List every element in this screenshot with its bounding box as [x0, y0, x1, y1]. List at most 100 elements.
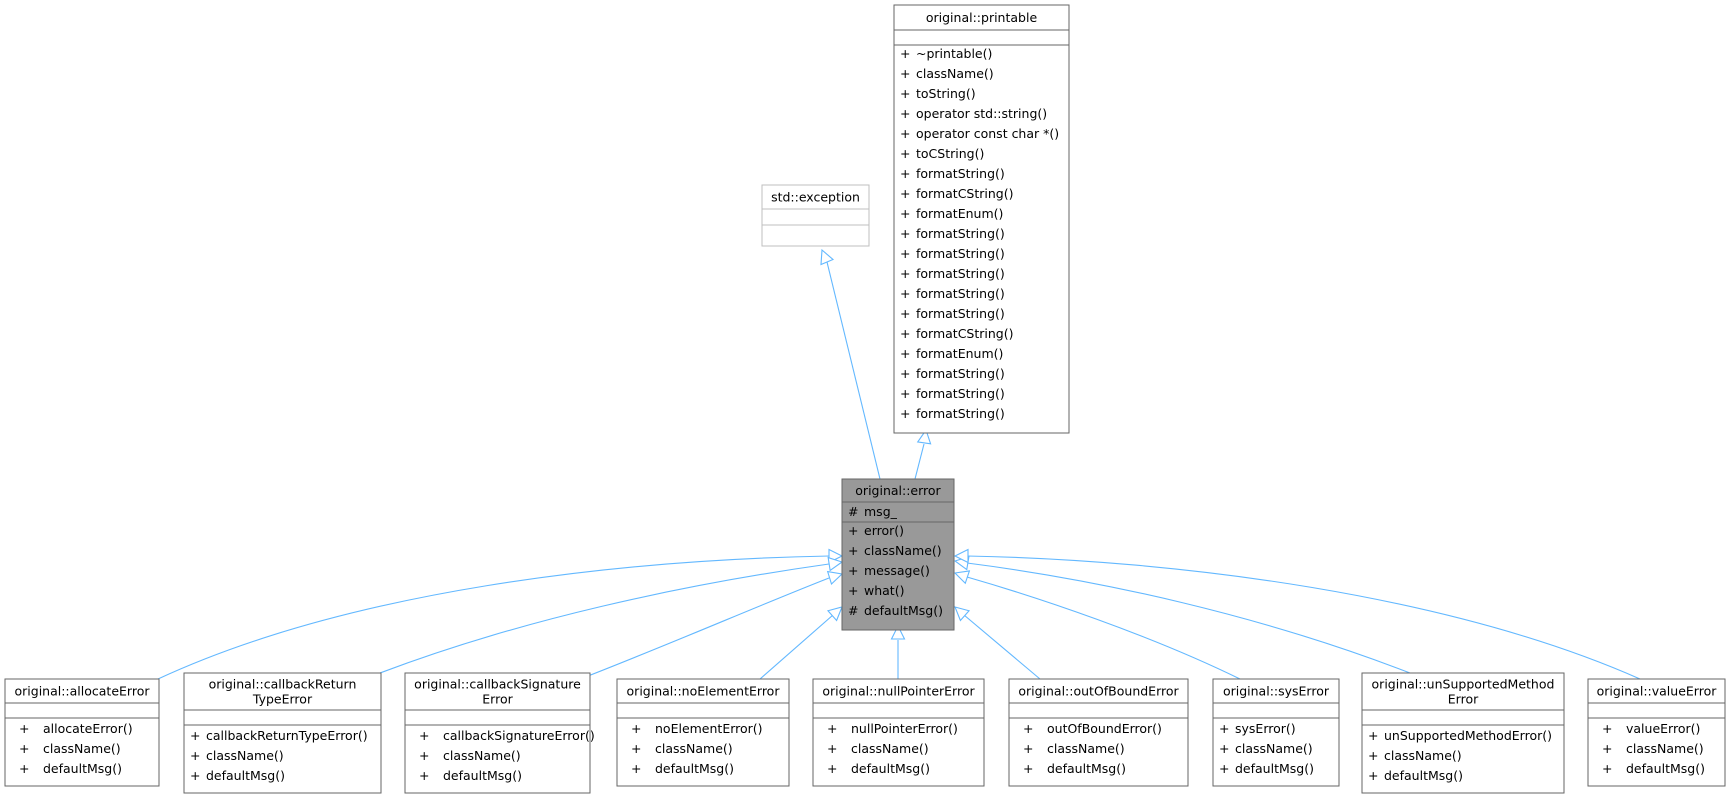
- member-visibility: +: [848, 583, 858, 598]
- member-visibility: +: [900, 246, 910, 261]
- member-visibility: +: [1023, 721, 1033, 736]
- method-name: className(): [1235, 741, 1313, 756]
- method-name: callbackSignatureError(): [443, 728, 595, 743]
- class-title: original::sysError: [1223, 684, 1330, 699]
- member-visibility: +: [900, 166, 910, 181]
- edge-line: [966, 562, 1411, 674]
- class-title: Error: [482, 692, 513, 707]
- edge-line: [963, 614, 1041, 680]
- method-name: className(): [443, 748, 521, 763]
- method-name: formatString(): [916, 386, 1005, 401]
- edge-line: [966, 576, 1241, 680]
- member-visibility: +: [190, 748, 200, 763]
- class-title: original::allocateError: [15, 684, 151, 699]
- class-title: original::valueError: [1597, 684, 1718, 699]
- method-name: formatString(): [916, 266, 1005, 281]
- class-box-allocateError[interactable]: original::allocateError+allocateError()+…: [4, 678, 160, 787]
- method-name: defaultMsg(): [43, 761, 122, 776]
- member-visibility: +: [1219, 741, 1229, 756]
- member-visibility: +: [848, 563, 858, 578]
- inheritance-edge-valueError: [953, 548, 1641, 680]
- member-visibility: +: [900, 286, 910, 301]
- edge-line: [759, 614, 834, 680]
- inheritance-arrowhead: [916, 428, 932, 445]
- member-visibility: +: [900, 106, 910, 121]
- member-visibility: +: [19, 741, 29, 756]
- member-visibility: +: [1602, 721, 1612, 736]
- member-visibility: +: [900, 146, 910, 161]
- inheritance-edge-noElementError: [759, 606, 843, 680]
- member-visibility: +: [827, 761, 837, 776]
- member-visibility: #: [848, 603, 858, 618]
- class-box-noElementError[interactable]: original::noElementError+noElementError(…: [616, 678, 790, 787]
- class-box-frame: [812, 678, 985, 787]
- class-box-nullPointerError[interactable]: original::nullPointerError+ nullPointerEr…: [812, 678, 985, 787]
- method-name: formatString(): [916, 406, 1005, 421]
- class-box-unSupportedMethodError[interactable]: original::unSupportedMethodError+unSuppo…: [1361, 672, 1565, 794]
- method-name: nullPointerError(): [851, 721, 958, 736]
- method-name: callbackReturnTypeError(): [206, 728, 368, 743]
- inheritance-edge-error: [820, 248, 881, 480]
- class-title: original::unSupportedMethod: [1372, 677, 1555, 692]
- member-visibility: +: [900, 346, 910, 361]
- inheritance-edge-callbackSignatureError: [587, 570, 844, 677]
- class-box-frame: [1361, 672, 1565, 794]
- method-name: formatString(): [916, 306, 1005, 321]
- method-name: defaultMsg(): [1384, 768, 1463, 783]
- inheritance-arrowhead: [953, 548, 969, 564]
- inheritance-arrowhead: [954, 606, 971, 622]
- inheritance-edge-callbackReturnTypeError: [379, 556, 844, 674]
- method-name: formatString(): [916, 226, 1005, 241]
- member-visibility: +: [848, 543, 858, 558]
- class-box-frame: [404, 672, 591, 794]
- class-box-callbackReturnTypeError[interactable]: original::callbackReturnTypeError+callba…: [183, 672, 382, 794]
- inheritance-edges: [157, 248, 1641, 680]
- edge-line: [914, 443, 925, 480]
- method-name: formatString(): [916, 246, 1005, 261]
- method-name: defaultMsg(): [1235, 761, 1314, 776]
- member-visibility: +: [900, 206, 910, 221]
- class-box-error[interactable]: original::error#msg_+error()+className()…: [841, 478, 955, 631]
- method-name: formatCString(): [916, 186, 1014, 201]
- edge-line: [826, 261, 881, 480]
- class-title: original::nullPointerError: [822, 684, 975, 699]
- class-box-frame: [761, 184, 870, 247]
- member-visibility: +: [1602, 741, 1612, 756]
- member-visibility: +: [1602, 761, 1612, 776]
- class-box-frame: [1212, 678, 1340, 787]
- member-visibility: +: [827, 721, 837, 736]
- method-name: className(): [864, 543, 942, 558]
- edge-line: [587, 577, 830, 677]
- member-visibility: +: [900, 326, 910, 341]
- method-name: className(): [43, 741, 121, 756]
- method-name: formatEnum(): [916, 346, 1003, 361]
- method-name: className(): [1626, 741, 1704, 756]
- member-visibility: +: [900, 306, 910, 321]
- method-name: defaultMsg(): [1047, 761, 1126, 776]
- member-visibility: +: [900, 46, 910, 61]
- class-box-outOfBoundError[interactable]: original::outOfBoundError+outOfBoundErro…: [1008, 678, 1189, 787]
- method-name: noElementError(): [655, 721, 763, 736]
- member-visibility: +: [900, 86, 910, 101]
- member-visibility: +: [900, 366, 910, 381]
- edge-line: [966, 555, 1641, 680]
- member-visibility: +: [900, 186, 910, 201]
- edge-line: [379, 563, 830, 674]
- method-name: formatString(): [916, 166, 1005, 181]
- member-visibility: +: [190, 768, 200, 783]
- class-box-valueError[interactable]: original::valueError+valueError()+classN…: [1587, 678, 1726, 787]
- class-box-std-exception[interactable]: std::exception: [761, 184, 870, 247]
- class-box-sysError[interactable]: original::sysError+sysError()+className(…: [1212, 678, 1340, 787]
- member-visibility: +: [848, 523, 858, 538]
- class-box-callbackSignatureError[interactable]: original::callbackSignatureError+callbac…: [404, 672, 595, 794]
- member-visibility: +: [631, 761, 641, 776]
- member-visibility: +: [1023, 741, 1033, 756]
- member-visibility: +: [190, 728, 200, 743]
- class-box-printable[interactable]: original::printable+~printable()+classNa…: [893, 4, 1070, 434]
- method-name: toString(): [916, 86, 976, 101]
- member-visibility: +: [1368, 748, 1378, 763]
- member-visibility: +: [900, 126, 910, 141]
- method-name: defaultMsg(): [851, 761, 930, 776]
- method-name: message(): [864, 563, 930, 578]
